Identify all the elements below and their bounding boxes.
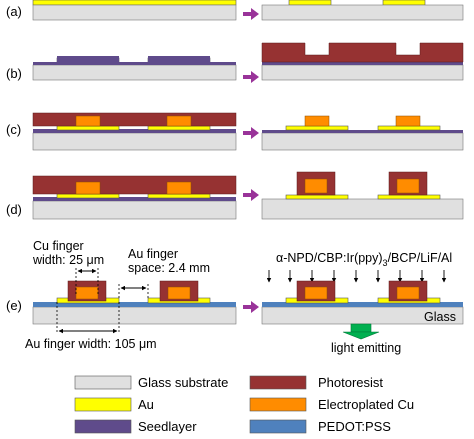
electroplated-cu: [75, 286, 99, 300]
process-arrow: [243, 8, 259, 20]
pedot-pss-layer: [33, 302, 236, 307]
step-c: (c): [6, 112, 464, 151]
deposition-arrows: [266, 270, 447, 283]
step-b-after: [261, 42, 464, 81]
legend-item-photoresist: Photoresist: [249, 375, 383, 390]
electroplated-cu: [396, 286, 420, 300]
au-pattern: [285, 125, 349, 131]
au-pattern: [377, 125, 441, 131]
electroplated-cu: [304, 178, 328, 194]
au-pattern: [285, 194, 349, 200]
legend-item-pedot: PEDOT:PSS: [249, 419, 391, 434]
legend-item-glass: Glass substrate: [74, 375, 228, 390]
light-arrow-stem: [350, 323, 372, 333]
step-b-label: (b): [6, 66, 22, 81]
legend-swatch: [74, 419, 132, 434]
step-d-label: (d): [6, 202, 22, 217]
legend: Glass substrate Photoresist Au Electropl…: [74, 375, 414, 434]
step-d-before: [32, 175, 237, 220]
electroplated-cu: [75, 115, 101, 127]
glass-substrate: [261, 64, 464, 81]
step-b: (b): [6, 42, 464, 83]
seed-layer: [262, 62, 463, 65]
au-space-label-1: Au finger: [128, 247, 178, 261]
legend-swatch: [74, 375, 132, 390]
electroplated-cu: [396, 178, 420, 194]
au-pattern: [56, 125, 120, 131]
photoresist: [261, 42, 464, 63]
step-c-before: [32, 112, 237, 151]
au-width-label: Au finger width: 105 μm: [25, 337, 157, 351]
au-layer: [32, 0, 237, 6]
glass-label: Glass: [424, 310, 456, 324]
electroplated-cu: [75, 181, 101, 195]
glass-substrate: [32, 306, 237, 325]
light-arrow-head: [342, 331, 380, 340]
step-a-label: (a): [6, 4, 22, 19]
legend-label: Electroplated Cu: [318, 397, 414, 412]
legend-label: Glass substrate: [138, 375, 228, 390]
process-arrow: [243, 127, 259, 139]
legend-label: Au: [138, 397, 154, 412]
glass-substrate: [261, 198, 464, 220]
au-pattern: [377, 194, 441, 200]
au-pattern: [382, 0, 426, 6]
glass-substrate: [32, 4, 237, 21]
step-d-after: [261, 171, 464, 220]
legend-swatch: [249, 375, 307, 390]
step-d: (d): [6, 171, 464, 220]
step-c-after: [261, 115, 464, 151]
legend-item-cu: Electroplated Cu: [249, 397, 414, 412]
electroplated-cu: [304, 286, 328, 300]
photoresist: [32, 112, 237, 127]
step-a-after: [261, 0, 464, 21]
step-e-before: Cu finger width: 25 μm Au finger space: …: [25, 239, 237, 351]
legend-item-seedlayer: Seedlayer: [74, 419, 197, 434]
cu-finger-label-1: Cu finger: [33, 239, 84, 253]
legend-swatch: [249, 397, 307, 412]
seed-layer: [33, 56, 236, 65]
glass-substrate: [261, 4, 464, 21]
legend-label: Seedlayer: [138, 419, 197, 434]
legend-label: PEDOT:PSS: [318, 419, 391, 434]
pedot-pss-layer: [262, 302, 463, 307]
glass-substrate: [32, 132, 237, 151]
cu-finger-label-2: width: 25 μm: [32, 253, 104, 267]
electroplated-cu: [167, 286, 191, 300]
process-arrow: [243, 71, 259, 83]
au-pattern: [147, 193, 211, 199]
au-pattern: [147, 125, 211, 131]
step-e-after: α-NPD/CBP:Ir(ppy)3/BCP/LiF/Al Glass: [261, 251, 464, 355]
electroplated-cu: [304, 115, 330, 127]
legend-swatch: [74, 397, 132, 412]
seed-layer: [33, 197, 236, 201]
au-pattern: [56, 193, 120, 199]
step-a-before: [32, 0, 237, 21]
step-a: (a): [6, 0, 464, 21]
step-e: (e) Cu finger width: 25 μm Au finger: [6, 239, 464, 355]
seed-layer: [33, 129, 236, 133]
photoresist: [32, 175, 237, 195]
glass-substrate: [32, 200, 237, 220]
light-emitting-label: light emitting: [331, 341, 401, 355]
process-arrow: [243, 301, 259, 313]
au-space-label-2: space: 2.4 mm: [128, 261, 210, 275]
step-b-before: [32, 56, 237, 81]
electroplated-cu: [395, 115, 421, 127]
step-e-label: (e): [6, 298, 22, 313]
electroplated-cu: [166, 181, 192, 195]
process-arrow: [243, 189, 259, 201]
au-pattern: [288, 0, 332, 6]
electroplated-cu: [166, 115, 192, 127]
step-c-label: (c): [6, 122, 21, 137]
legend-item-au: Au: [74, 397, 154, 412]
legend-swatch: [249, 419, 307, 434]
legend-label: Photoresist: [318, 375, 383, 390]
organic-stack-label: α-NPD/CBP:Ir(ppy)3/BCP/LiF/Al: [276, 251, 452, 268]
glass-substrate: [261, 132, 464, 151]
light-emitting-arrow: [342, 323, 380, 340]
glass-substrate: [32, 64, 237, 81]
